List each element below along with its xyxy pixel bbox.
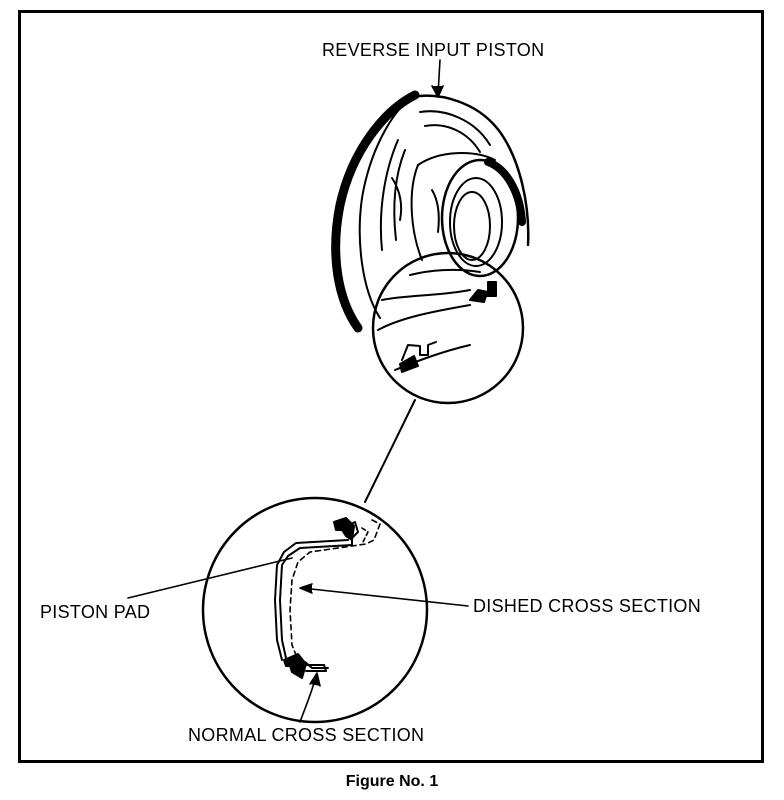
label-normal-cross-section: NORMAL CROSS SECTION bbox=[188, 725, 425, 745]
connector-line bbox=[364, 399, 416, 503]
label-dished-cross-section: DISHED CROSS SECTION bbox=[473, 596, 702, 616]
label-piston-pad: PISTON PAD bbox=[40, 602, 151, 622]
reverse-input-piston-drawing bbox=[331, 90, 530, 333]
figure-frame bbox=[18, 10, 764, 763]
label-reverse-input-piston: REVERSE INPUT PISTON bbox=[322, 40, 545, 60]
figure-caption: Figure No. 1 bbox=[345, 773, 439, 790]
leader-lines bbox=[127, 59, 469, 723]
detail-circle-large bbox=[201, 496, 429, 724]
detail-circle-small bbox=[371, 251, 525, 405]
